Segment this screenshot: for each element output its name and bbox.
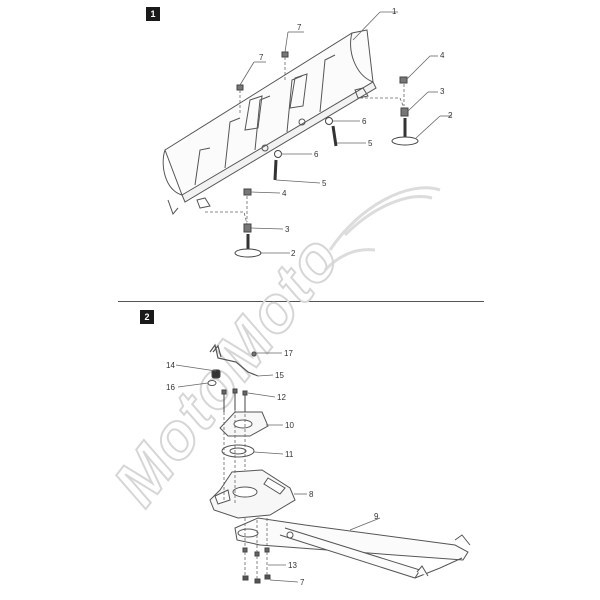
callout-5: 5 <box>322 179 327 188</box>
section-badge-2: 2 <box>140 310 154 324</box>
knob-part-14 <box>211 369 221 379</box>
section-badge-1: 1 <box>146 7 160 21</box>
callout-7: 7 <box>259 53 264 62</box>
callout-4: 4 <box>440 51 445 60</box>
callout-7: 7 <box>297 23 302 32</box>
section2-assembly-lines <box>223 410 268 579</box>
callout-6: 6 <box>362 117 367 126</box>
nut-part-7b <box>236 84 244 91</box>
callout-3: 3 <box>440 87 445 96</box>
callout-6: 6 <box>314 150 319 159</box>
callout-15: 15 <box>275 371 284 380</box>
callout-11: 11 <box>285 450 294 459</box>
skid-shoe-part-2b <box>234 248 262 258</box>
section1-callouts: 1 7 7 4 3 2 6 5 6 5 4 3 2 <box>259 7 453 258</box>
watermark-text: MotoMoto <box>99 221 354 519</box>
nuts-part-7 <box>242 574 271 584</box>
nut-part-7a <box>281 51 289 58</box>
callout-12: 12 <box>277 393 286 402</box>
frame-part-9 <box>234 517 471 579</box>
plate-part-10 <box>219 411 269 437</box>
section2-callouts: 17 14 15 16 12 10 11 8 9 13 7 <box>166 349 379 587</box>
nut-part-4a <box>399 76 408 84</box>
section2-leader-lines <box>175 352 381 583</box>
washer-part-6a <box>325 117 333 125</box>
callout-4: 4 <box>282 189 287 198</box>
washer-part-6b <box>274 150 282 158</box>
plow-blade-assembly <box>162 29 377 215</box>
callout-13: 13 <box>288 561 297 570</box>
callout-8: 8 <box>309 490 314 499</box>
bolts-part-12 <box>221 388 248 414</box>
pin-part-16 <box>207 380 217 386</box>
callout-7: 7 <box>300 578 305 587</box>
bolt-part-5b <box>273 159 278 181</box>
callout-17: 17 <box>284 349 293 358</box>
nut-part-4b <box>243 188 252 196</box>
bolts-part-13 <box>242 547 270 557</box>
spacer-part-3a <box>400 107 409 117</box>
callout-14: 14 <box>166 361 175 370</box>
callout-2: 2 <box>291 249 296 258</box>
section-divider <box>118 301 484 302</box>
bolt-part-5a <box>331 125 338 147</box>
spacer-part-3b <box>243 223 252 233</box>
ring-part-11 <box>221 444 255 458</box>
callout-1: 1 <box>392 7 397 16</box>
watermark-swoosh-icon <box>323 186 441 272</box>
callout-2: 2 <box>448 111 453 120</box>
callout-9: 9 <box>374 512 379 521</box>
section1-assembly-lines <box>205 57 405 225</box>
callout-16: 16 <box>166 383 175 392</box>
skid-shoe-part-2a <box>391 136 419 146</box>
lever-part-15 <box>209 343 259 377</box>
callout-3: 3 <box>285 225 290 234</box>
callout-5: 5 <box>368 139 373 148</box>
callout-10: 10 <box>285 421 294 430</box>
section1-leader-lines <box>239 11 452 254</box>
section1-hardware <box>234 51 419 258</box>
base-plate-part-8 <box>209 469 296 519</box>
